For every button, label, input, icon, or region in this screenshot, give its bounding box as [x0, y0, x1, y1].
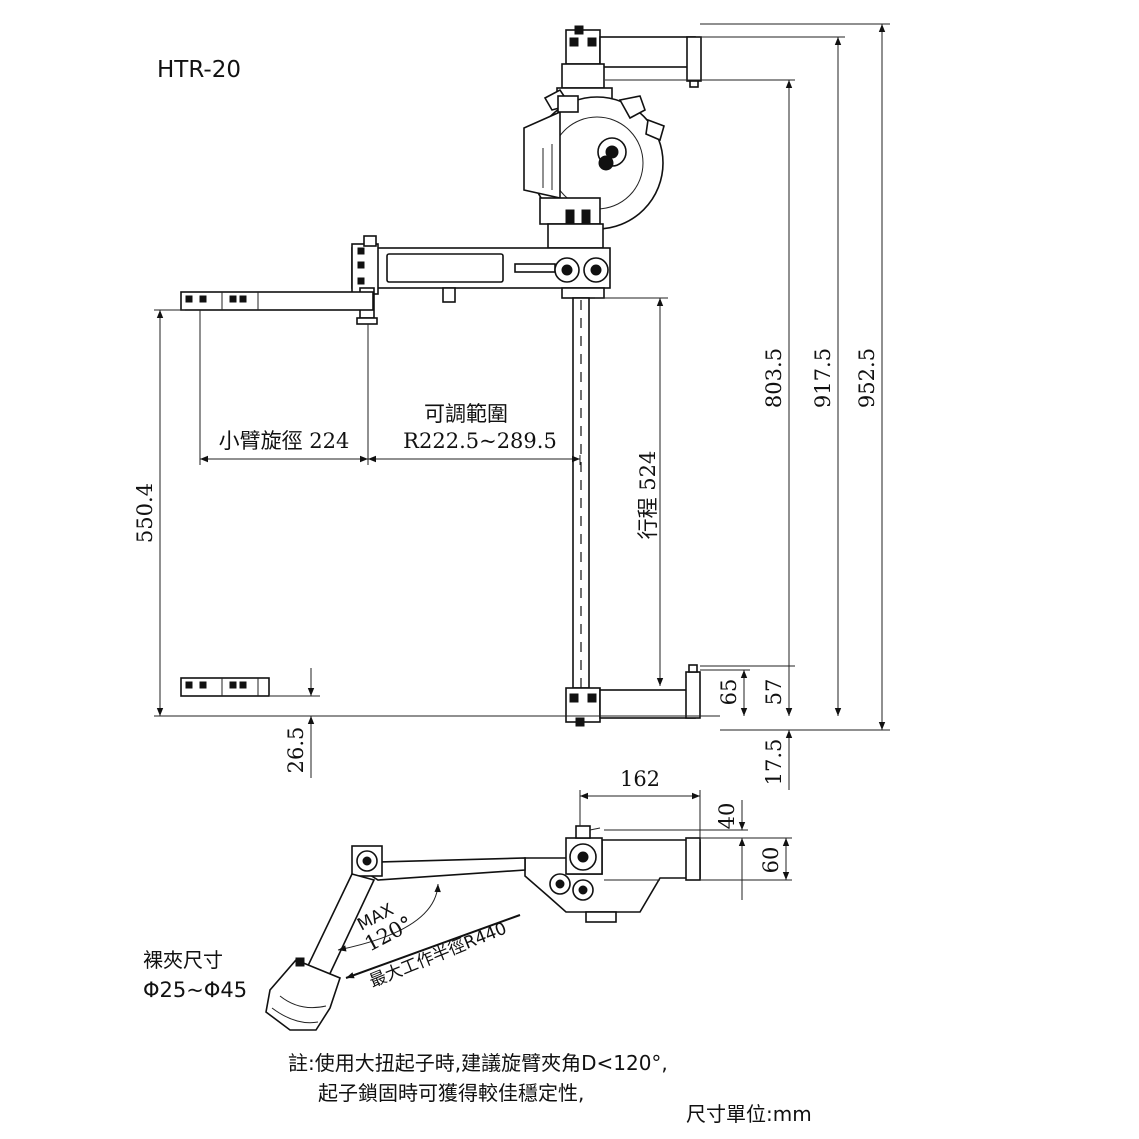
dim-952-5: 952.5 [855, 348, 879, 408]
forearm-radius-label: 小臂旋徑 224 [219, 429, 350, 453]
dim-803-5: 803.5 [762, 348, 786, 408]
dim-917-5: 917.5 [811, 348, 835, 408]
clamp-size-title: 裸夾尺寸 [143, 948, 223, 972]
dim-550-4: 550.4 [133, 483, 157, 543]
unit-label: 尺寸單位:mm [686, 1102, 812, 1126]
dim-40: 40 [715, 803, 739, 830]
clamp-size-range: Φ25~Φ45 [143, 978, 247, 1002]
dimension-lines [154, 23, 890, 790]
dim-60: 60 [759, 847, 783, 874]
stroke-label: 行程 524 [636, 451, 660, 540]
note-line-1: 註:使用大扭起子時,建議旋臂夾角D<120°, [288, 1051, 668, 1075]
arm-assembly [351, 235, 611, 325]
model-title: HTR-20 [157, 57, 241, 83]
note-line-2: 起子鎖固時可獲得較佳穩定性, [318, 1081, 584, 1105]
forearm-upper [180, 291, 374, 311]
balancer-housing [523, 88, 665, 249]
forearm-lower [180, 677, 270, 697]
top-view-dimension-lines [337, 790, 792, 979]
telescopic-shaft [572, 297, 590, 689]
adjust-range-value: R222.5~289.5 [403, 429, 557, 453]
dim-57: 57 [762, 679, 786, 706]
dim-26-5: 26.5 [284, 727, 308, 774]
top-view-assembly [265, 812, 701, 1031]
adjust-range-title: 可調範圍 [424, 402, 508, 426]
dim-162: 162 [620, 767, 660, 791]
dim-65: 65 [717, 679, 741, 706]
dim-17-5: 17.5 [762, 739, 786, 786]
